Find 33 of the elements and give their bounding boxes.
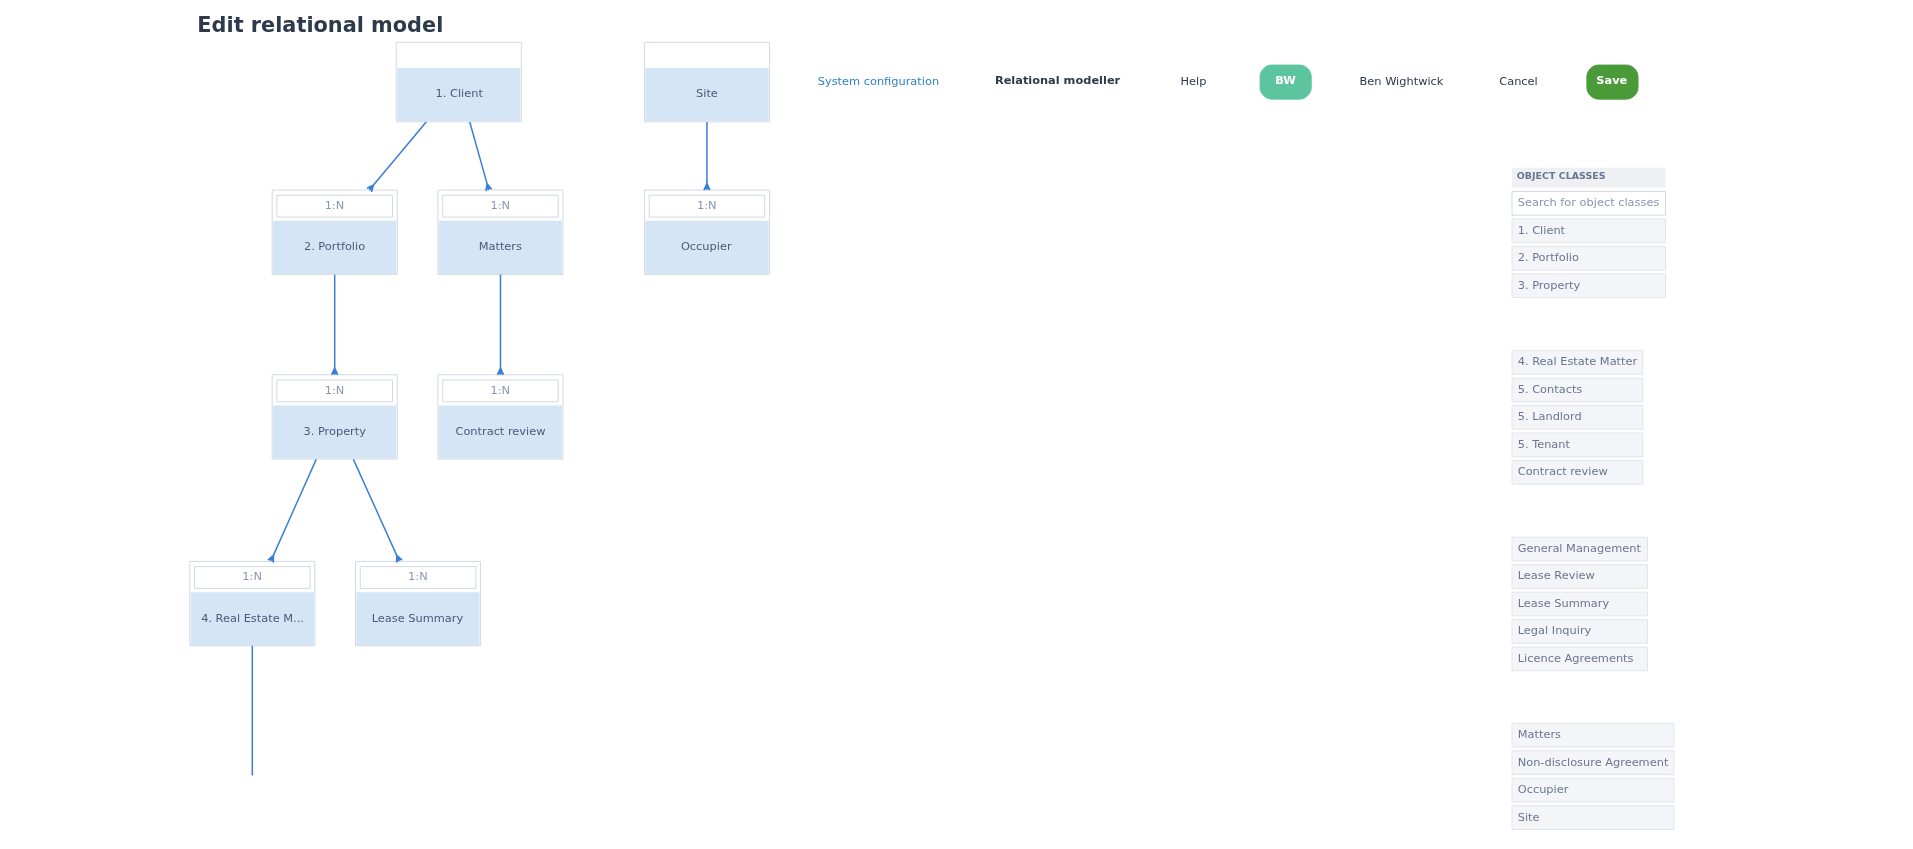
label: 1. Client [1517,222,1565,237]
label: Lease Review [1517,568,1595,583]
label: Lease Summary [1517,595,1609,610]
label: Occupier [1517,782,1568,797]
label: BW [1274,73,1296,88]
label: Site [1517,809,1540,824]
connector [496,273,504,376]
label: 5. Contacts [1517,381,1582,396]
connector [251,645,253,777]
label: OBJECT CLASSES [1516,170,1606,182]
label: 4. Real Estate Matter [1517,354,1637,369]
label: System configuration [817,74,939,89]
label: Save [1595,73,1627,88]
label: Search for object classes [1517,195,1659,210]
connector [468,121,492,192]
connector [330,273,338,376]
label: Matters [1517,727,1561,742]
label: Cancel [1498,74,1538,89]
connector [352,458,403,564]
label: Contract review [1517,464,1608,479]
label: 5. Landlord [1517,409,1582,424]
label: Relational modeller [994,73,1120,88]
label: Non-disclosure Agreement [1517,754,1668,769]
label: General Management [1517,540,1641,555]
label: Ben Wightwick [1359,74,1443,89]
connector [702,121,711,191]
label: Help [1180,74,1206,89]
label: Legal Inquiry [1517,623,1591,638]
label: 3. Property [1517,277,1580,292]
label: Licence Agreements [1517,650,1634,665]
label: 2. Portfolio [1517,250,1579,265]
label: 5. Tenant [1517,436,1570,451]
diagram-title: Edit relational model [196,12,443,37]
